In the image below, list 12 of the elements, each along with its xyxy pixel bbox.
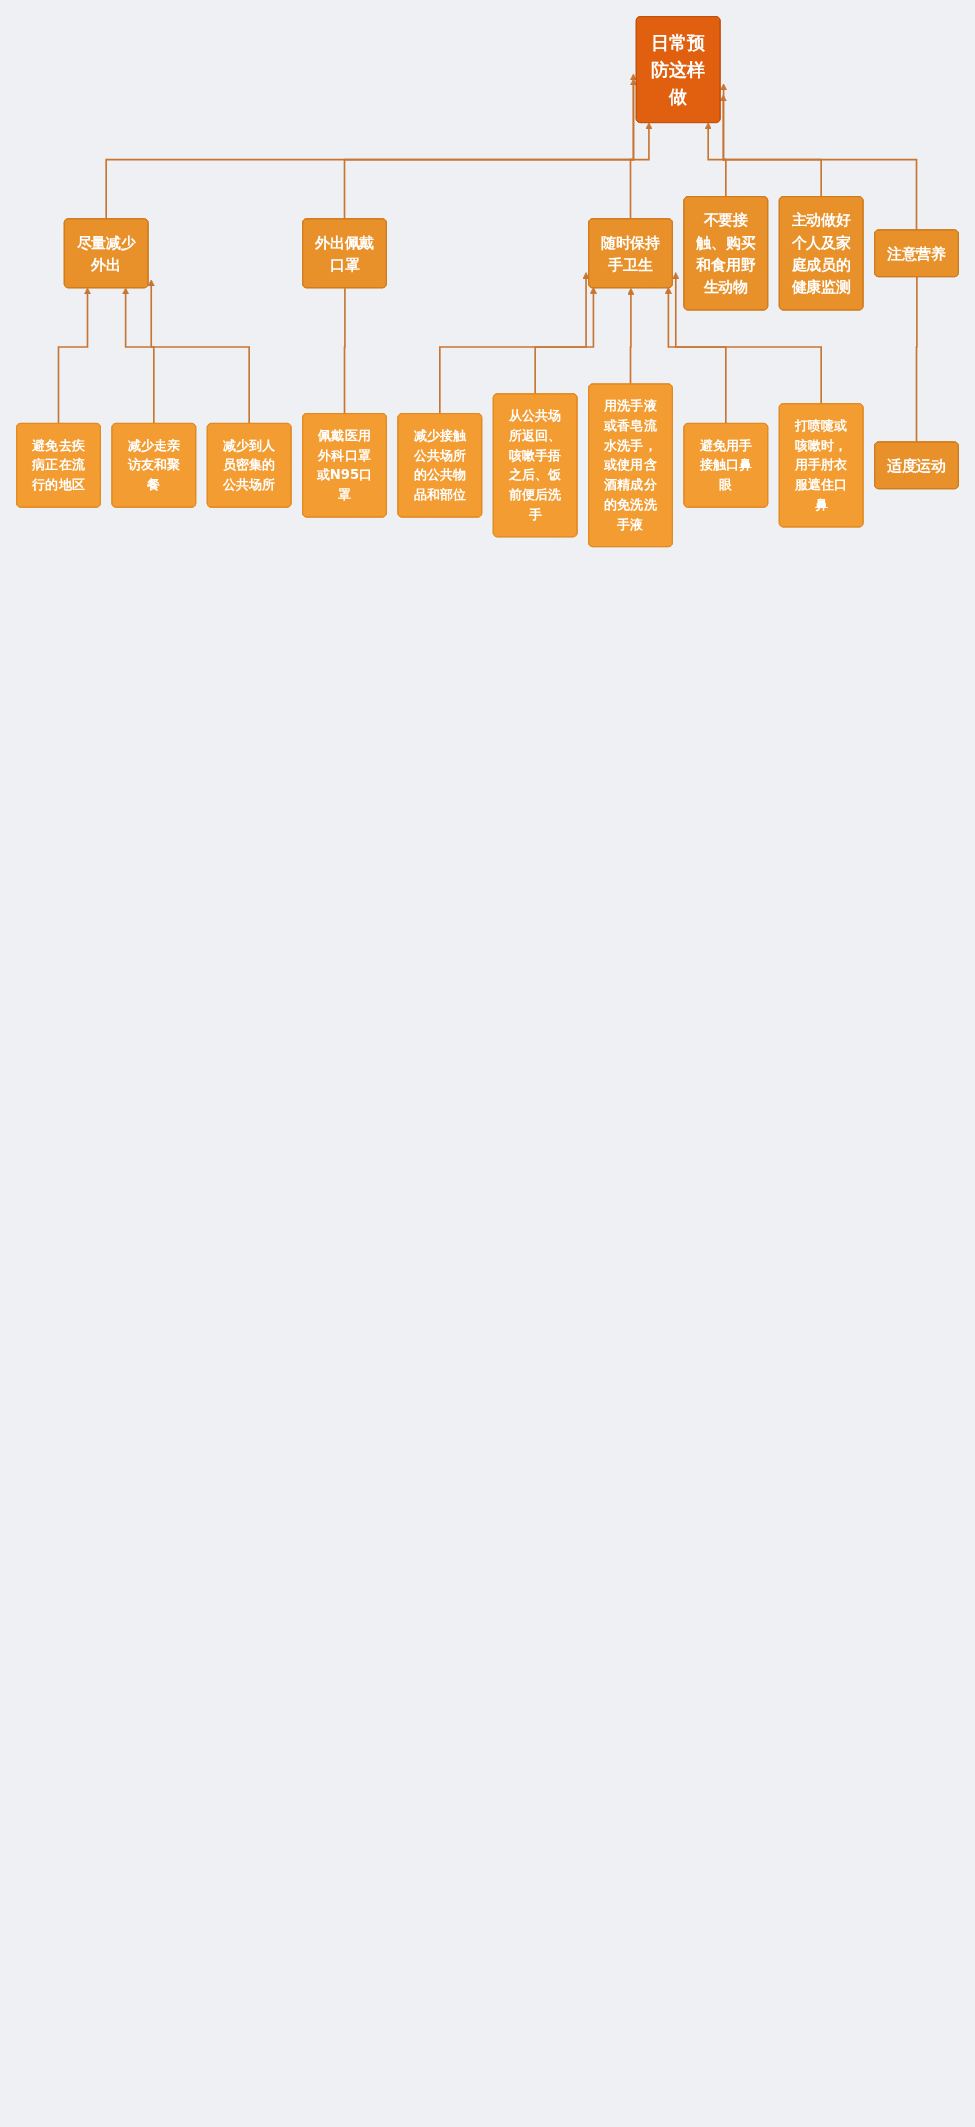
arrow <box>57 287 92 425</box>
arrow <box>122 287 156 425</box>
connector <box>343 287 346 415</box>
arrow <box>704 122 728 198</box>
arrow <box>672 272 823 405</box>
arrow <box>664 286 728 425</box>
arrow <box>343 78 638 220</box>
arrow <box>147 279 251 425</box>
arrow <box>105 73 638 220</box>
arrow <box>439 272 590 415</box>
arrow <box>629 122 653 220</box>
arrow <box>719 94 823 198</box>
